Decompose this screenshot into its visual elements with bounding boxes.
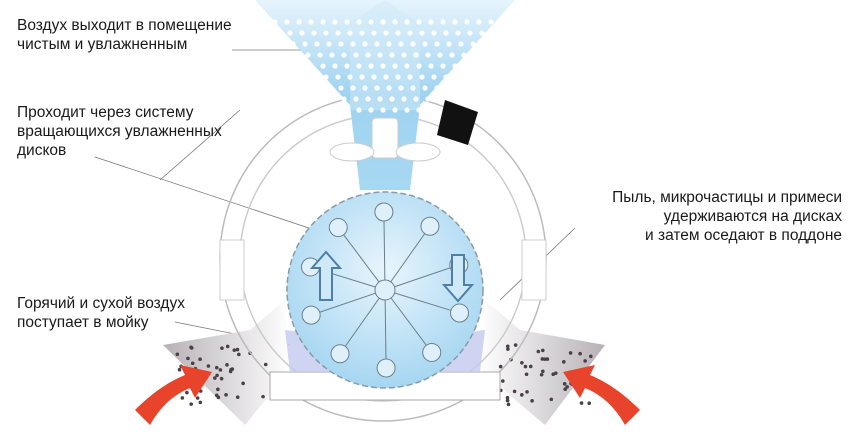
dirty-air-left <box>163 300 290 425</box>
label-line: Горячий и сухой воздух <box>17 295 185 312</box>
label-line: удерживаются на дисках <box>663 208 842 225</box>
label-line: дисков <box>17 142 67 159</box>
hot-air-in-right-arrow-icon <box>563 365 640 425</box>
label-discs: Проходит через систему вращающихся увлаж… <box>17 103 222 160</box>
label-line: Проходит через систему <box>17 104 194 121</box>
label-air-out: Воздух выходит в помещение чистым и увла… <box>17 16 232 54</box>
label-line: вращающихся увлажненных <box>17 123 222 140</box>
dirty-air-right <box>480 300 605 425</box>
rotation-up-arrow-icon <box>309 250 343 301</box>
black-tab <box>437 100 478 145</box>
fan-icon <box>329 117 441 162</box>
label-line: и затем оседают в поддоне <box>645 227 842 244</box>
label-line: поступает в мойку <box>17 314 149 331</box>
label-dust: Пыль, микрочастицы и примеси удерживаютс… <box>612 188 842 245</box>
label-line: чистым и увлажненным <box>17 36 188 53</box>
rotation-down-arrow-icon <box>441 254 475 303</box>
label-line: Пыль, микрочастицы и примеси <box>612 189 842 206</box>
label-air-in: Горячий и сухой воздух поступает в мойку <box>17 294 185 332</box>
label-line: Воздух выходит в помещение <box>17 17 232 34</box>
hot-air-in-left-arrow-icon <box>135 365 212 425</box>
